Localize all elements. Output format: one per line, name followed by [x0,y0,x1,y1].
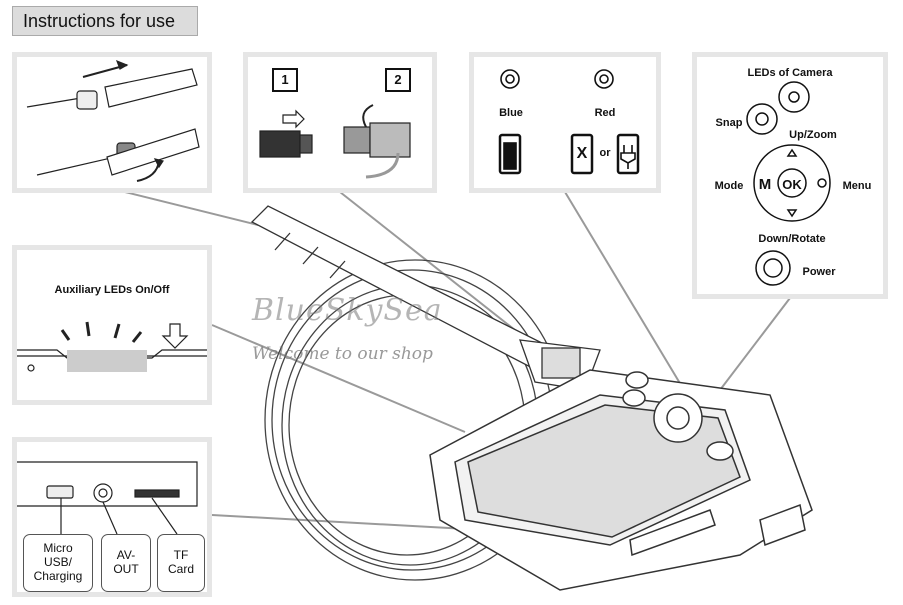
step-1-badge: 1 [272,68,298,92]
panel-indicators: Blue Red X or [469,52,661,193]
battery-full-icon [498,133,522,175]
m-key: M [758,176,772,193]
panel-cable-clip [12,52,212,193]
watermark-tagline: Welcome to our shop [252,344,433,364]
blue-label: Blue [499,107,523,119]
cable-clip-illustration [26,59,200,182]
ports-illustration [17,461,198,535]
battery-empty-icon [570,133,594,175]
tf-card-line-2: Card [167,562,194,576]
charging-plug-icon [616,133,640,175]
downrotate-label: Down/Rotate [758,233,826,245]
micro-usb-line-1: Micro [43,541,73,556]
leds-of-camera-label: LEDs of Camera [747,67,833,79]
mode-label: Mode [714,180,744,192]
snap-label: Snap [715,117,743,129]
probe-tip [250,205,601,391]
camera-buttons-illustration [746,81,831,286]
or-label: or [599,147,611,159]
av-out-port-icon [93,483,113,503]
red-label: Red [594,107,616,119]
panel-auxiliary-leds: Auxiliary LEDs On/Off [12,245,212,405]
tf-card-callout: TF Card [157,534,205,592]
power-label: Power [802,266,836,278]
red-led-icon [594,69,614,89]
attach-illustration [259,104,411,179]
blue-led-icon [500,69,520,89]
micro-usb-callout: Micro USB/ Charging [23,534,93,592]
tf-card-line-1: TF [173,548,189,563]
step-2-badge: 2 [385,68,411,92]
x-mark: X [576,145,588,162]
watermark-brand: BlueSkySea [252,293,443,328]
micro-usb-line-2: USB/ [43,555,72,570]
menu-label: Menu [842,180,872,192]
av-out-line-2: OUT [113,562,139,576]
auxiliary-leds-label: Auxiliary LEDs On/Off [54,284,170,296]
panel-camera-controls: LEDs of Camera Snap Up/Zoom Mode Menu M … [692,52,888,299]
ok-key: OK [782,177,802,192]
panel-ports: Micro USB/ Charging AV- OUT TF Card [12,437,212,597]
auxiliary-led-illustration [17,321,207,372]
device-body [429,369,813,591]
upzoom-label: Up/Zoom [789,129,837,141]
panel-attach-steps: 1 2 [243,52,437,193]
micro-usb-line-3: Charging [33,568,83,583]
page-title: Instructions for use [12,6,198,36]
av-out-callout: AV- OUT [101,534,151,592]
indicator-icons [498,69,640,175]
leader-lines [124,191,791,531]
tf-card-slot-icon [134,489,180,498]
av-out-line-1: AV- [116,548,136,563]
micro-usb-port-icon [46,485,74,499]
